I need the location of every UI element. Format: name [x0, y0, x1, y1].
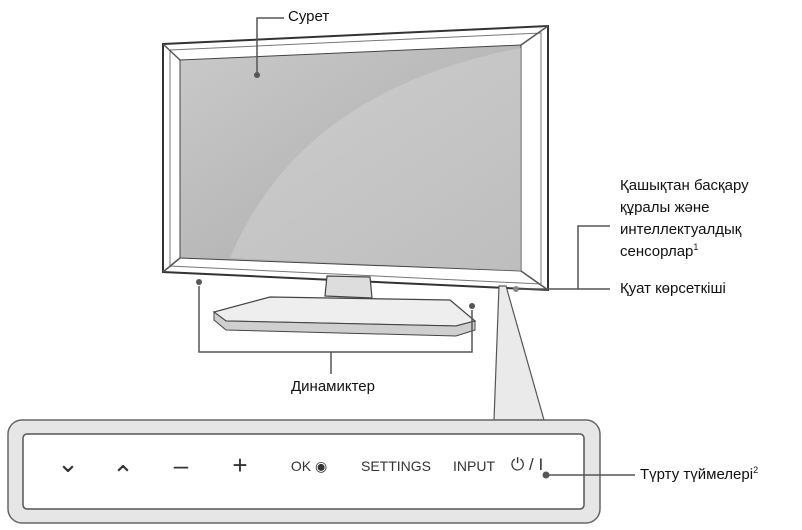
power-led — [513, 286, 519, 292]
touch-buttons-footnote: 2 — [753, 465, 759, 475]
button-panel-inner — [22, 433, 585, 510]
screen-reflection — [230, 48, 521, 271]
remote-sensors-label-line4: сенсорлар1 — [620, 241, 698, 263]
plus-button[interactable]: + — [232, 450, 248, 480]
ok-button[interactable]: OK ◉ — [290, 458, 328, 474]
remote-sensors-footnote: 1 — [693, 242, 699, 252]
stand-neck — [324, 275, 373, 299]
power-button[interactable]: ⏻ / I — [510, 455, 544, 474]
touch-buttons-label: Түрту түймелері2 — [640, 464, 758, 486]
input-button[interactable]: INPUT — [453, 458, 495, 474]
minus-button[interactable]: – — [173, 450, 189, 480]
remote-sensors-label-line3: интеллектуалдық — [620, 221, 742, 238]
speakers-label: Динамиктер — [291, 378, 375, 395]
settings-button[interactable]: SETTINGS — [360, 458, 432, 474]
remote-sensors-label-line2: құралы және — [620, 199, 710, 216]
remote-sensors-label-line1: Қашықтан басқару — [620, 177, 749, 194]
tv-bezel-inner — [169, 32, 542, 285]
touch-buttons-text: Түрту түймелері — [640, 466, 754, 483]
tv-screen — [179, 44, 522, 272]
remote-sensors-text: сенсорлар — [620, 243, 694, 260]
power-indicator-label: Қуат көрсеткіші — [620, 280, 726, 297]
chevron-down-icon[interactable]: ⌄ — [57, 448, 79, 478]
picture-label: Сурет — [288, 8, 330, 25]
zoom-funnel — [493, 285, 545, 421]
chevron-up-icon[interactable]: ⌃ — [112, 460, 134, 490]
